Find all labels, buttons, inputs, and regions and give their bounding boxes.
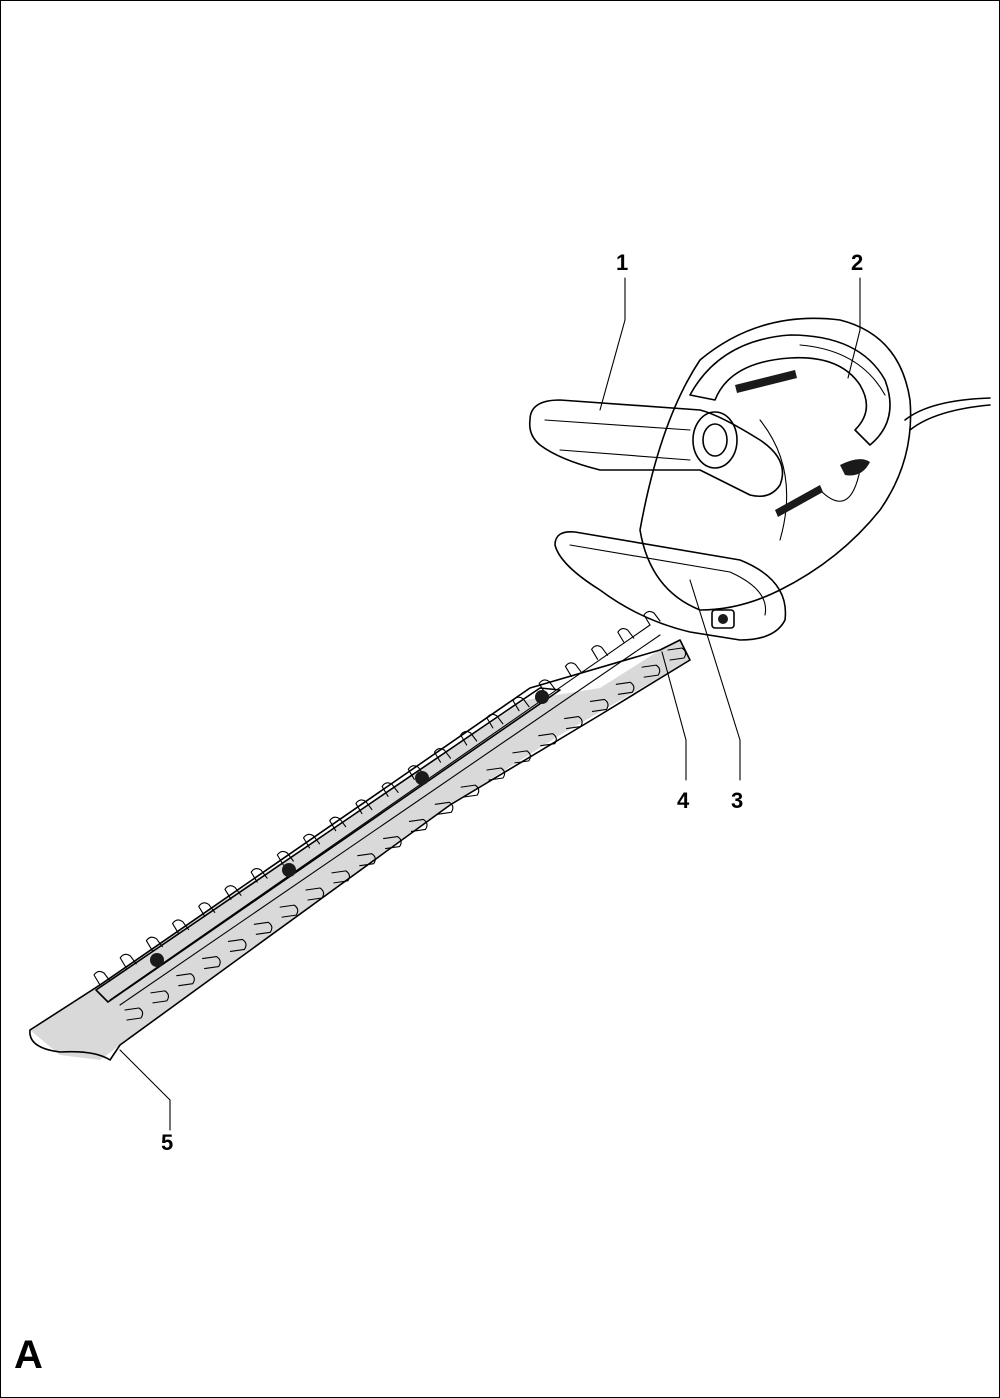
blade-bar-inner [109,624,661,1006]
leader-line-5 [119,1049,171,1131]
callout-3: 3 [731,788,743,813]
callout-4: 4 [677,788,690,813]
blade-tooth [279,904,299,918]
blade-tooth [617,628,635,643]
guard-fastener [711,609,735,629]
vent-slot [735,370,797,393]
blade-tooth [383,836,402,850]
blade-tooth [381,782,399,797]
callout-2: 2 [851,250,863,275]
blade-tooth [486,767,506,781]
blade-teeth-top [93,610,661,986]
blade-tooth [434,801,454,815]
blade-tooth [224,885,242,900]
blade-bolts [150,690,549,967]
blade-tooth [591,645,609,660]
blade-tooth [329,816,347,832]
blade-tooth [250,868,268,883]
housing-detail [759,344,886,541]
blade-tooth [357,853,376,867]
switch-button [840,459,870,476]
blade-tooth [276,850,294,866]
bolt [415,771,429,785]
blade-teeth-bottom [124,647,687,1021]
leader-line-4 [661,651,687,781]
blade-tooth [408,818,428,832]
blade-tooth [615,681,635,695]
blade-tooth [643,610,661,626]
callouts: 1 2 3 4 5 [161,250,863,1155]
blade-tooth [253,921,273,935]
front-handle-grip [544,419,691,461]
blade-tooth [433,748,452,763]
bolt [150,953,164,967]
blade-tooth [460,730,478,746]
blade-tooth [460,784,480,798]
front-handle [528,399,784,498]
blade-tooth [564,716,583,730]
blade-tooth [302,833,321,849]
hand-guard-inner [569,544,767,616]
callout-1: 1 [616,250,628,275]
blade-tooth [172,919,190,935]
leader-lines [119,277,861,1131]
blade-tooth [331,870,350,884]
blade-tooth [667,647,687,661]
blade-tooth [227,938,247,952]
blade-tooth [486,713,504,729]
blade-tooth [641,664,661,678]
handle-pivot [692,411,738,469]
blade-tooth [202,956,221,970]
blade-assembly [29,610,691,1061]
leader-line-2 [847,277,861,379]
blade-tooth [145,936,163,952]
blade-tooth [93,970,111,986]
blade-tooth [176,973,195,987]
leader-line-1 [599,277,626,411]
blade-tooth [198,902,216,917]
blade-tooth [564,662,582,677]
blade-tooth [305,887,325,901]
bolt [535,690,549,704]
vent-slot [775,485,823,517]
trimmer-body [528,317,991,641]
blade-plate [30,640,690,1060]
bolt [282,863,296,877]
blade-tooth [512,750,531,764]
blade-tooth [407,765,425,780]
callout-5: 5 [161,1130,173,1155]
figure-letter: A [14,1333,43,1377]
blade-tooth [124,1007,144,1021]
blade-plate-outline [29,639,691,1061]
blade-bar [95,687,561,1003]
blade-tooth [119,953,137,969]
motor-housing [639,317,912,611]
blade-tooth [538,733,557,747]
blade-tooth [512,696,530,712]
hand-guard [554,530,787,641]
power-cable [904,397,991,431]
blade-tooth [150,990,169,1004]
leader-line-3 [689,579,741,781]
rear-handle-loop [689,334,891,446]
blade-tooth [538,679,556,695]
guard-fastener-head [718,614,728,624]
blade-tooth [589,698,609,712]
handle-pivot-inner [702,423,728,457]
blade-tooth [355,799,373,815]
